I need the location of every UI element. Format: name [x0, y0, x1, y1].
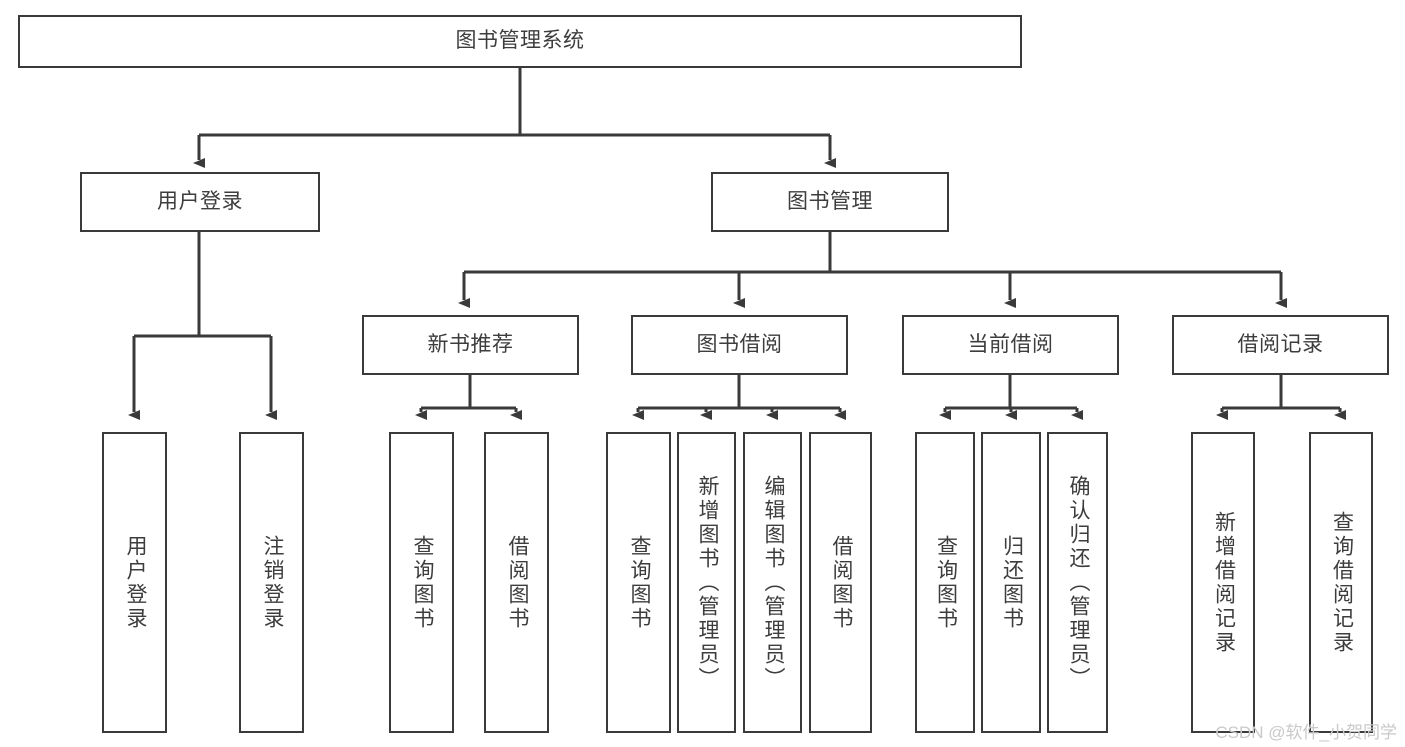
- leaf-recommend-borrow-book[interactable]: 借阅图书: [484, 432, 549, 733]
- leaf-current-return-book[interactable]: 归还图书: [981, 432, 1041, 733]
- node-label: 新书推荐: [427, 332, 514, 356]
- node-label: 归还图书: [1000, 534, 1024, 631]
- node-label: 查询借阅记录: [1330, 510, 1354, 655]
- node-label: 新增借阅记录: [1212, 510, 1236, 655]
- leaf-borrow-borrow-book[interactable]: 借阅图书: [809, 432, 872, 733]
- leaf-user-login-signin[interactable]: 用户登录: [102, 432, 167, 733]
- watermark: CSDN @软件_小贺同学: [1215, 723, 1397, 742]
- node-book-management[interactable]: 图书管理: [711, 172, 949, 232]
- leaf-current-confirm-return-admin[interactable]: 确认归还（管理员）: [1047, 432, 1108, 733]
- leaf-records-query-record[interactable]: 查询借阅记录: [1309, 432, 1373, 733]
- node-label: 注销登录: [260, 534, 284, 631]
- node-user-login[interactable]: 用户登录: [80, 172, 320, 232]
- node-new-book-recommend[interactable]: 新书推荐: [362, 315, 579, 375]
- leaf-borrow-edit-book-admin[interactable]: 编辑图书（管理员）: [743, 432, 802, 733]
- node-label: 图书借阅: [696, 332, 783, 356]
- leaf-borrow-add-book-admin[interactable]: 新增图书（管理员）: [677, 432, 736, 733]
- node-label: 图书管理: [787, 189, 873, 213]
- node-book-borrow[interactable]: 图书借阅: [631, 315, 848, 375]
- leaf-records-add-record[interactable]: 新增借阅记录: [1191, 432, 1255, 733]
- node-label: 编辑图书（管理员）: [761, 474, 785, 691]
- node-borrow-records[interactable]: 借阅记录: [1172, 315, 1389, 375]
- node-label: 查询图书: [627, 534, 651, 631]
- node-label: 查询图书: [410, 534, 434, 631]
- node-label: 图书管理系统: [455, 29, 585, 53]
- node-label: 新增图书（管理员）: [695, 474, 719, 691]
- node-label: 用户登录: [123, 534, 147, 631]
- leaf-user-login-logout[interactable]: 注销登录: [239, 432, 304, 733]
- leaf-borrow-query-book[interactable]: 查询图书: [606, 432, 671, 733]
- node-label: 确认归还（管理员）: [1066, 474, 1090, 691]
- node-label: 查询图书: [934, 534, 958, 631]
- node-label: 借阅记录: [1237, 332, 1324, 356]
- node-current-borrow[interactable]: 当前借阅: [902, 315, 1119, 375]
- node-label: 借阅图书: [829, 534, 853, 631]
- leaf-recommend-query-book[interactable]: 查询图书: [389, 432, 454, 733]
- node-root-book-management-system[interactable]: 图书管理系统: [18, 15, 1022, 68]
- node-label: 当前借阅: [967, 332, 1054, 356]
- node-label: 用户登录: [157, 189, 243, 213]
- node-label: 借阅图书: [505, 534, 529, 631]
- leaf-current-query-book[interactable]: 查询图书: [915, 432, 975, 733]
